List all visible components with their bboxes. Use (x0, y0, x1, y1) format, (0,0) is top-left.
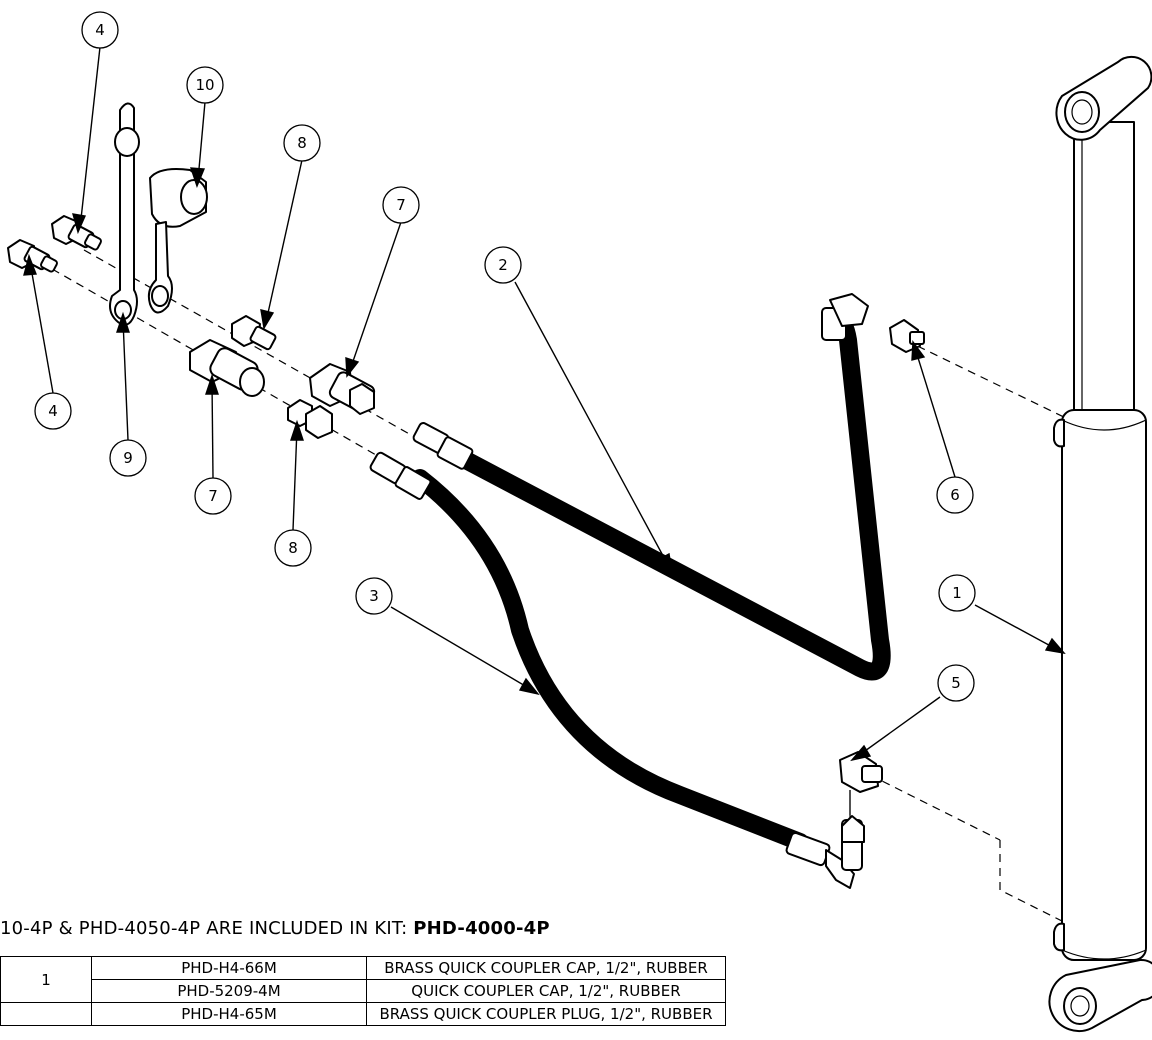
table-row: 1 PHD-H4-66M BRASS QUICK COUPLER CAP, 1/… (0, 956, 726, 1003)
balloon-label: 9 (123, 449, 133, 467)
part-number-cell: PHD-H4-66M (91, 956, 367, 980)
kit-note: 10-4P & PHD-4050-4P ARE INCLUDED IN KIT:… (0, 918, 550, 939)
description-cell: QUICK COUPLER CAP, 1/2", RUBBER (366, 979, 726, 1003)
balloon-label: 3 (369, 587, 379, 605)
balloon-label: 6 (950, 486, 960, 504)
balloon-label: 10 (195, 76, 214, 94)
balloon-label: 8 (297, 134, 307, 152)
balloon-callout: 8 (283, 124, 321, 162)
balloon-label: 2 (498, 256, 508, 274)
adapter-fittings-left (7, 215, 102, 273)
balloon-callout: 7 (194, 477, 232, 515)
parts-table: 1 PHD-H4-66M BRASS QUICK COUPLER CAP, 1/… (0, 956, 726, 1026)
hose-assembly-upper (412, 293, 891, 681)
balloon-label: 7 (396, 196, 406, 214)
balloon-callout: 9 (109, 439, 147, 477)
kit-note-text: 10-4P & PHD-4050-4P ARE INCLUDED IN KIT: (0, 918, 414, 939)
description-cell: BRASS QUICK COUPLER PLUG, 1/2", RUBBER (366, 1002, 726, 1026)
part-number-cell: PHD-5209-4M (91, 979, 367, 1003)
balloon-label: 8 (288, 539, 298, 557)
description-cell: BRASS QUICK COUPLER CAP, 1/2", RUBBER (366, 956, 726, 980)
item-number-cell: 1 (0, 956, 92, 1003)
balloon-label: 1 (952, 584, 962, 602)
item-number-cell (0, 1002, 92, 1026)
elbow-fitting (839, 751, 883, 815)
table-row: PHD-5209-4M QUICK COUPLER CAP, 1/2", RUB… (1, 979, 726, 1003)
balloon-callout: 2 (484, 246, 522, 284)
adapter-fitting-right (889, 319, 925, 353)
part-number-cell: PHD-H4-65M (91, 1002, 367, 1026)
balloon-label: 4 (48, 402, 58, 420)
kit-number: PHD-4000-4P (413, 918, 550, 939)
balloon-callout: 1 (938, 574, 976, 612)
hydraulic-cylinder (1048, 55, 1152, 1033)
quick-coupler-plugs (231, 315, 333, 439)
leader-lines (23, 46, 1066, 762)
balloon-callout: 4 (34, 392, 72, 430)
balloon-callout: 6 (936, 476, 974, 514)
balloon-label: 7 (208, 487, 218, 505)
dust-caps-with-straps (109, 102, 208, 326)
balloon-callout: 5 (937, 664, 975, 702)
balloon-label: 4 (95, 21, 105, 39)
balloon-label: 5 (951, 674, 961, 692)
balloon-callout: 8 (274, 529, 312, 567)
balloon-callout: 3 (355, 577, 393, 615)
balloon-callout: 4 (81, 11, 119, 49)
quick-couplers (189, 339, 376, 415)
table-row: PHD-H4-65M BRASS QUICK COUPLER PLUG, 1/2… (0, 1002, 726, 1026)
balloon-callout: 7 (382, 186, 420, 224)
balloon-callout: 10 (186, 66, 224, 104)
hose-assembly-lower (369, 451, 865, 889)
